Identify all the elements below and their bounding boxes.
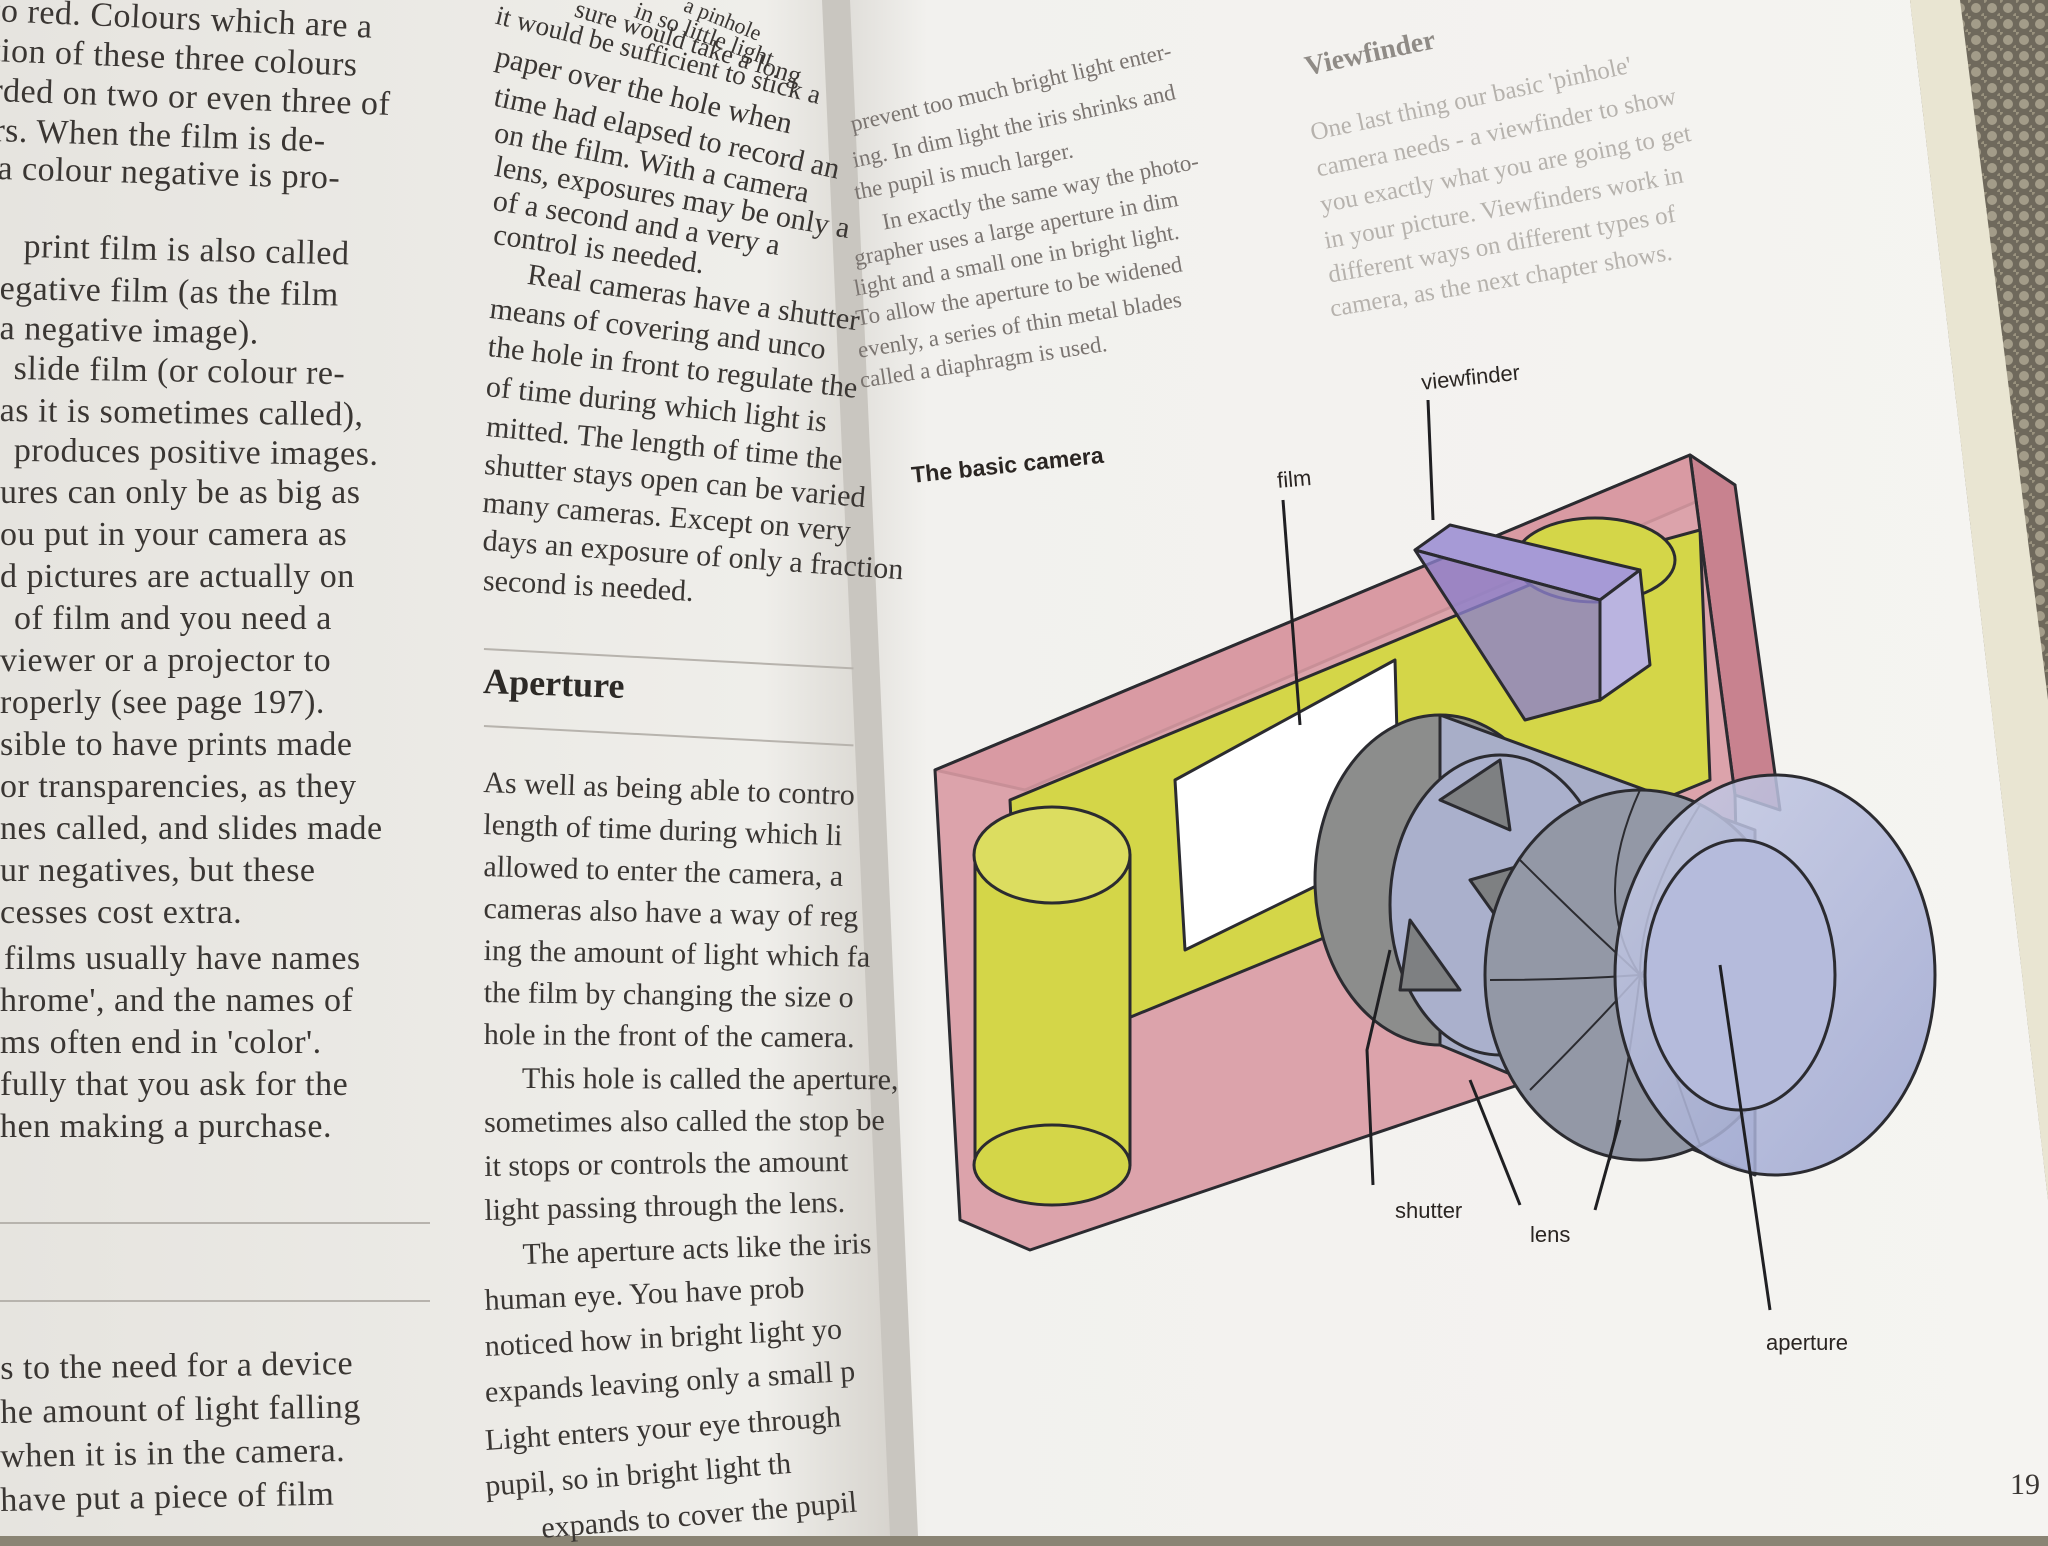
- left-page: [0, 0, 900, 1536]
- left-line: hen making a purchase.: [0, 1108, 332, 1145]
- left-line: of film and you need a: [14, 600, 332, 637]
- left-line: produces positive images.: [13, 432, 379, 473]
- left-line: films usually have names: [4, 940, 361, 977]
- left-line: or transparencies, as they: [0, 768, 357, 805]
- left-line: as it is sometimes called),: [0, 392, 364, 434]
- left-line: have put a piece of film: [0, 1475, 335, 1519]
- viewfinder-leader: [1426, 399, 1435, 521]
- mid-line: sometimes also called the stop be: [484, 1103, 885, 1139]
- left-line: roperly (see page 197).: [0, 684, 325, 721]
- left-rule-2: [0, 1300, 430, 1302]
- left-line: fully that you ask for the: [0, 1066, 349, 1103]
- left-line: ou put in your camera as: [0, 516, 348, 553]
- left-line: cesses cost extra.: [0, 894, 243, 931]
- left-line: ures can only be as big as: [0, 474, 361, 511]
- left-line: print film is also called: [23, 228, 350, 273]
- left-line: nes called, and slides made: [0, 810, 383, 847]
- viewfinder-prism-side: [1598, 568, 1652, 702]
- film-leader: [1281, 499, 1302, 726]
- left-line: sible to have prints made: [0, 726, 353, 763]
- page-edge: [1910, 0, 2048, 1200]
- mid-line: hole in the front of the camera.: [483, 1018, 855, 1055]
- label-shutter: shutter: [1395, 1198, 1463, 1223]
- figure-leader-lines: [1281, 399, 1772, 1311]
- left-line: ms often end in 'color'.: [0, 1024, 322, 1061]
- left-line: hrome', and the names of: [0, 982, 354, 1019]
- label-aperture: aperture: [1766, 1330, 1848, 1355]
- left-line: when it is in the camera.: [0, 1431, 346, 1475]
- lens-leader: [1468, 1079, 1522, 1206]
- aperture-leader: [1718, 964, 1772, 1311]
- left-line: s to the need for a device: [0, 1345, 354, 1387]
- spool-left-body: [973, 853, 1132, 1167]
- page-number: 19: [2010, 1468, 2040, 1501]
- left-line: a negative image).: [0, 310, 260, 352]
- left-line: d pictures are actually on: [0, 558, 355, 595]
- label-film: film: [1276, 465, 1313, 493]
- left-line: viewer or a projector to: [0, 642, 332, 679]
- spool-left-top: [972, 805, 1132, 905]
- mid-line: This hole is called the aperture,: [521, 1062, 899, 1097]
- shutter-leader: [1365, 949, 1392, 1186]
- left-line: ur negatives, but these: [0, 852, 316, 889]
- mid-line: the film by changing the size o: [483, 976, 854, 1015]
- gutter-shadow: [822, 0, 918, 1536]
- aperture-heading: Aperture: [482, 660, 626, 706]
- lens-leader-2: [1593, 1119, 1622, 1211]
- mid-line: ing the amount of light which fa: [483, 934, 871, 974]
- left-rule-1: [0, 1222, 430, 1224]
- label-lens: lens: [1530, 1222, 1571, 1247]
- mid-line: it stops or controls the amount: [484, 1144, 849, 1183]
- left-line: slide film (or colour re-: [13, 350, 346, 393]
- camera-illustration: [933, 453, 1937, 1252]
- left-line: egative film (as the film: [0, 270, 340, 314]
- lens-opening: [1643, 838, 1837, 1112]
- left-line: he amount of light falling: [0, 1388, 362, 1431]
- spool-left-bottom: [972, 1123, 1132, 1207]
